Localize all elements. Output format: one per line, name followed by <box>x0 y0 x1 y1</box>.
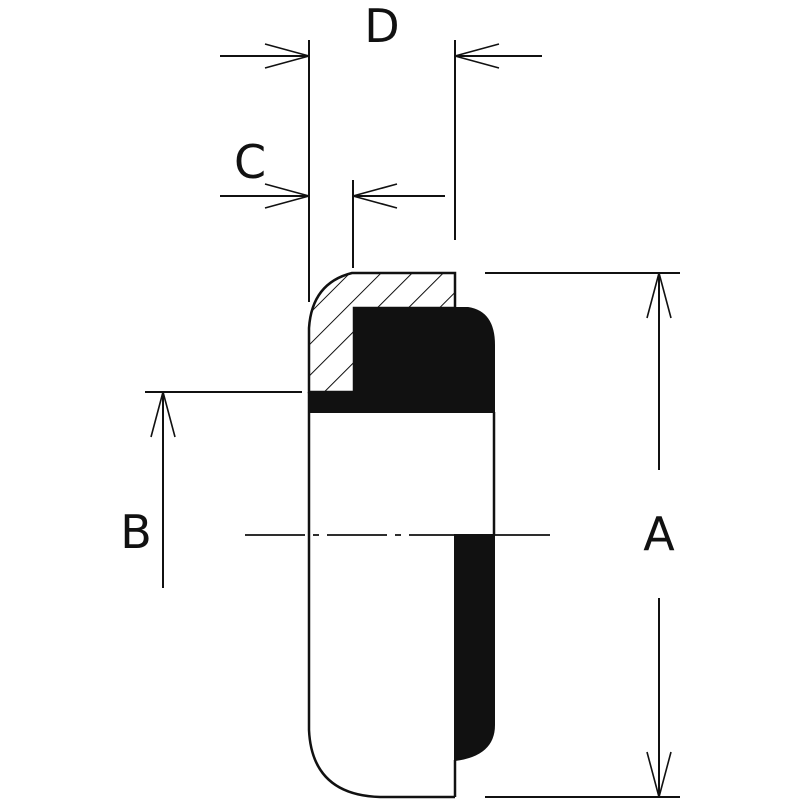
label-c: C <box>234 135 266 189</box>
seal-body-outline <box>307 392 496 799</box>
dimension-d: D <box>220 0 542 302</box>
rubber-lip-section <box>308 307 495 413</box>
label-a: A <box>643 507 675 561</box>
label-b: B <box>120 505 152 559</box>
dimension-a: A <box>485 272 680 798</box>
dimension-c: C <box>220 135 445 268</box>
dimension-b: B <box>120 391 302 588</box>
label-d: D <box>364 0 399 53</box>
rubber-outer-strip <box>454 534 495 762</box>
